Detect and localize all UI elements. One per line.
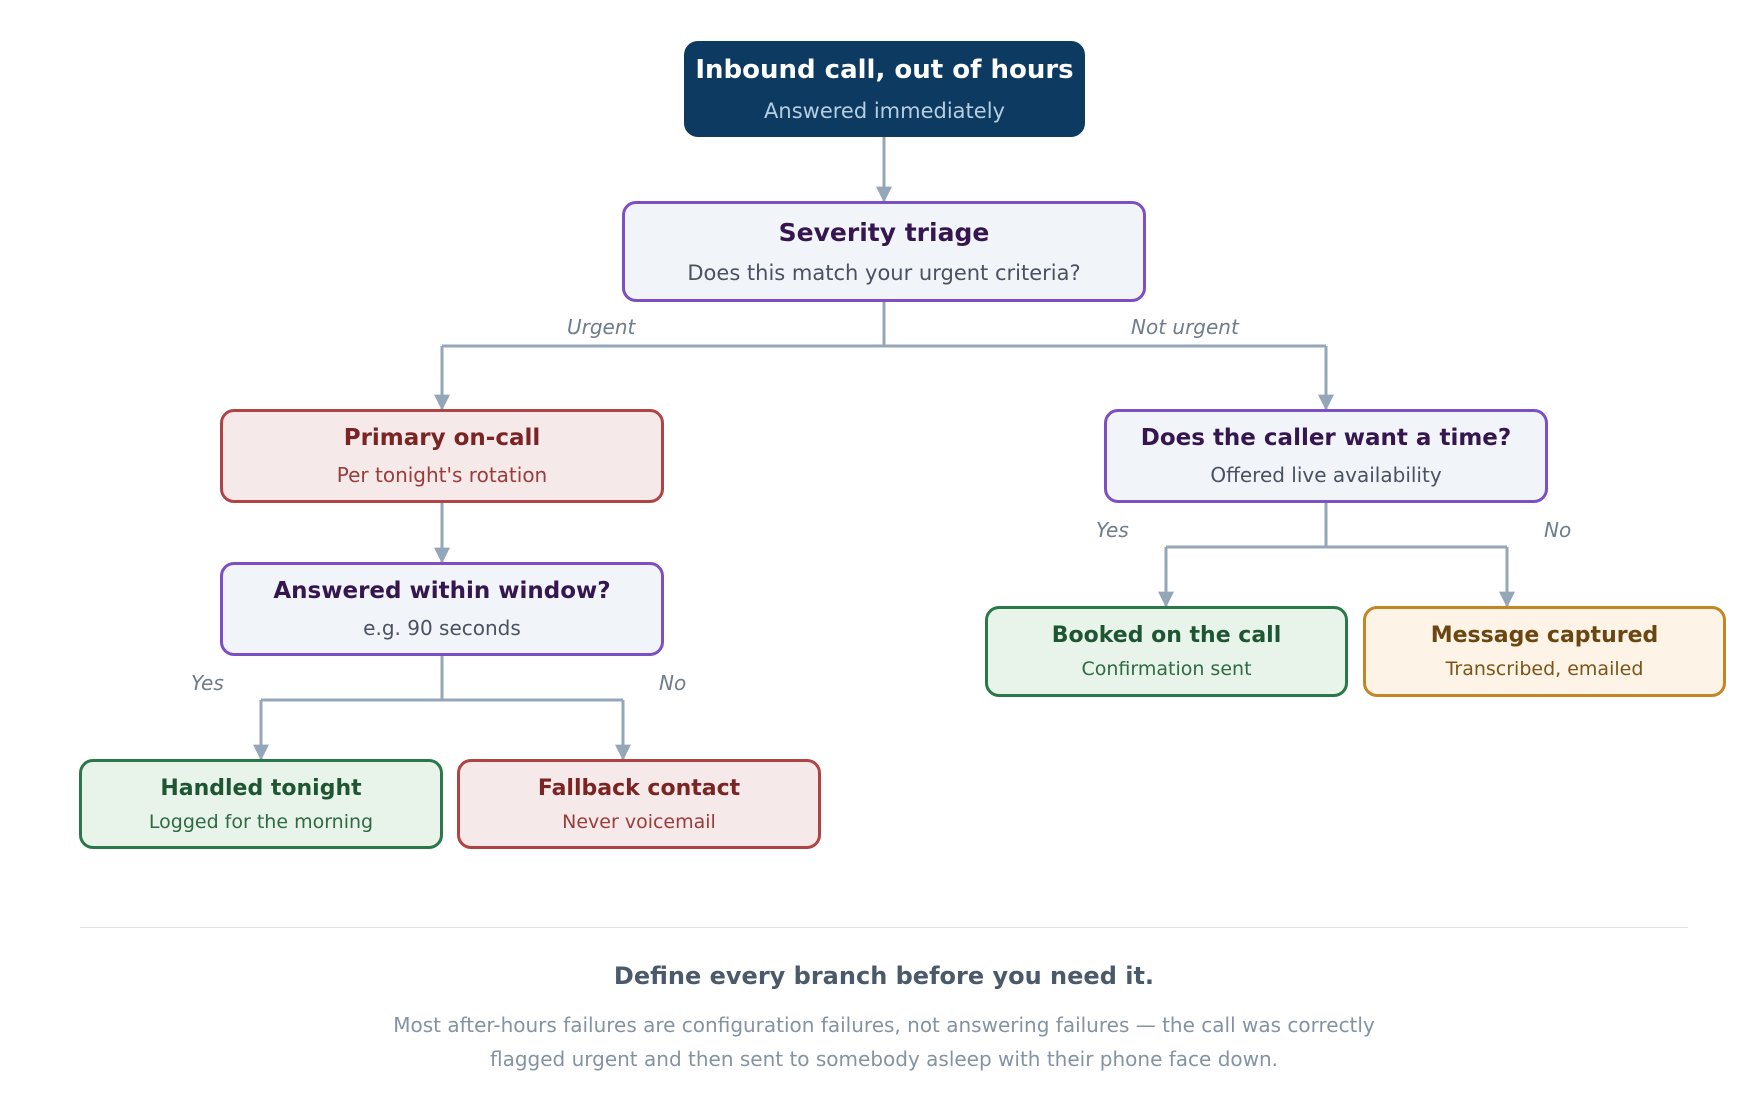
fallback-contact-subtitle: Never voicemail: [562, 810, 716, 833]
edge-label-time-yes: Yes: [1096, 518, 1129, 542]
answered-window-title: Answered within window?: [273, 578, 611, 604]
edge-label-not-urgent: Not urgent: [1131, 315, 1239, 339]
edge-label-time-no: No: [1544, 518, 1572, 542]
edge-label-urgent: Urgent: [567, 315, 636, 339]
start-node-subtitle: Answered immediately: [764, 99, 1005, 123]
primary-on-call-title: Primary on-call: [343, 425, 541, 451]
message-captured-node: Message captured Transcribed, emailed: [1363, 606, 1726, 697]
footer-divider: [80, 927, 1688, 928]
message-captured-subtitle: Transcribed, emailed: [1445, 658, 1644, 680]
booked-node: Booked on the call Confirmation sent: [985, 606, 1348, 697]
wants-time-node: Does the caller want a time? Offered liv…: [1104, 409, 1548, 503]
severity-triage-title: Severity triage: [778, 218, 990, 247]
start-node-title: Inbound call, out of hours: [695, 55, 1074, 85]
start-node: Inbound call, out of hours Answered imme…: [684, 41, 1085, 137]
edge-label-window-yes: Yes: [191, 671, 224, 695]
handled-tonight-title: Handled tonight: [160, 775, 362, 801]
answered-window-subtitle: e.g. 90 seconds: [363, 616, 521, 640]
primary-on-call-subtitle: Per tonight's rotation: [336, 463, 548, 487]
handled-tonight-subtitle: Logged for the morning: [148, 810, 374, 833]
booked-subtitle: Confirmation sent: [1081, 658, 1252, 680]
wants-time-title: Does the caller want a time?: [1140, 425, 1512, 451]
message-captured-title: Message captured: [1430, 623, 1659, 648]
primary-on-call-node: Primary on-call Per tonight's rotation: [220, 409, 664, 503]
edge-label-window-no: No: [659, 671, 687, 695]
handled-tonight-node: Handled tonight Logged for the morning: [79, 759, 443, 849]
answered-window-node: Answered within window? e.g. 90 seconds: [220, 562, 664, 656]
severity-triage-node: Severity triage Does this match your urg…: [622, 201, 1146, 302]
footer-heading: Define every branch before you need it.: [613, 962, 1155, 990]
fallback-contact-title: Fallback contact: [537, 775, 741, 801]
wants-time-subtitle: Offered live availability: [1210, 463, 1442, 487]
fallback-contact-node: Fallback contact Never voicemail: [457, 759, 821, 849]
severity-triage-subtitle: Does this match your urgent criteria?: [687, 261, 1081, 285]
booked-title: Booked on the call: [1051, 623, 1282, 648]
footer-body: Most after-hours failures are configurat…: [393, 1013, 1375, 1071]
